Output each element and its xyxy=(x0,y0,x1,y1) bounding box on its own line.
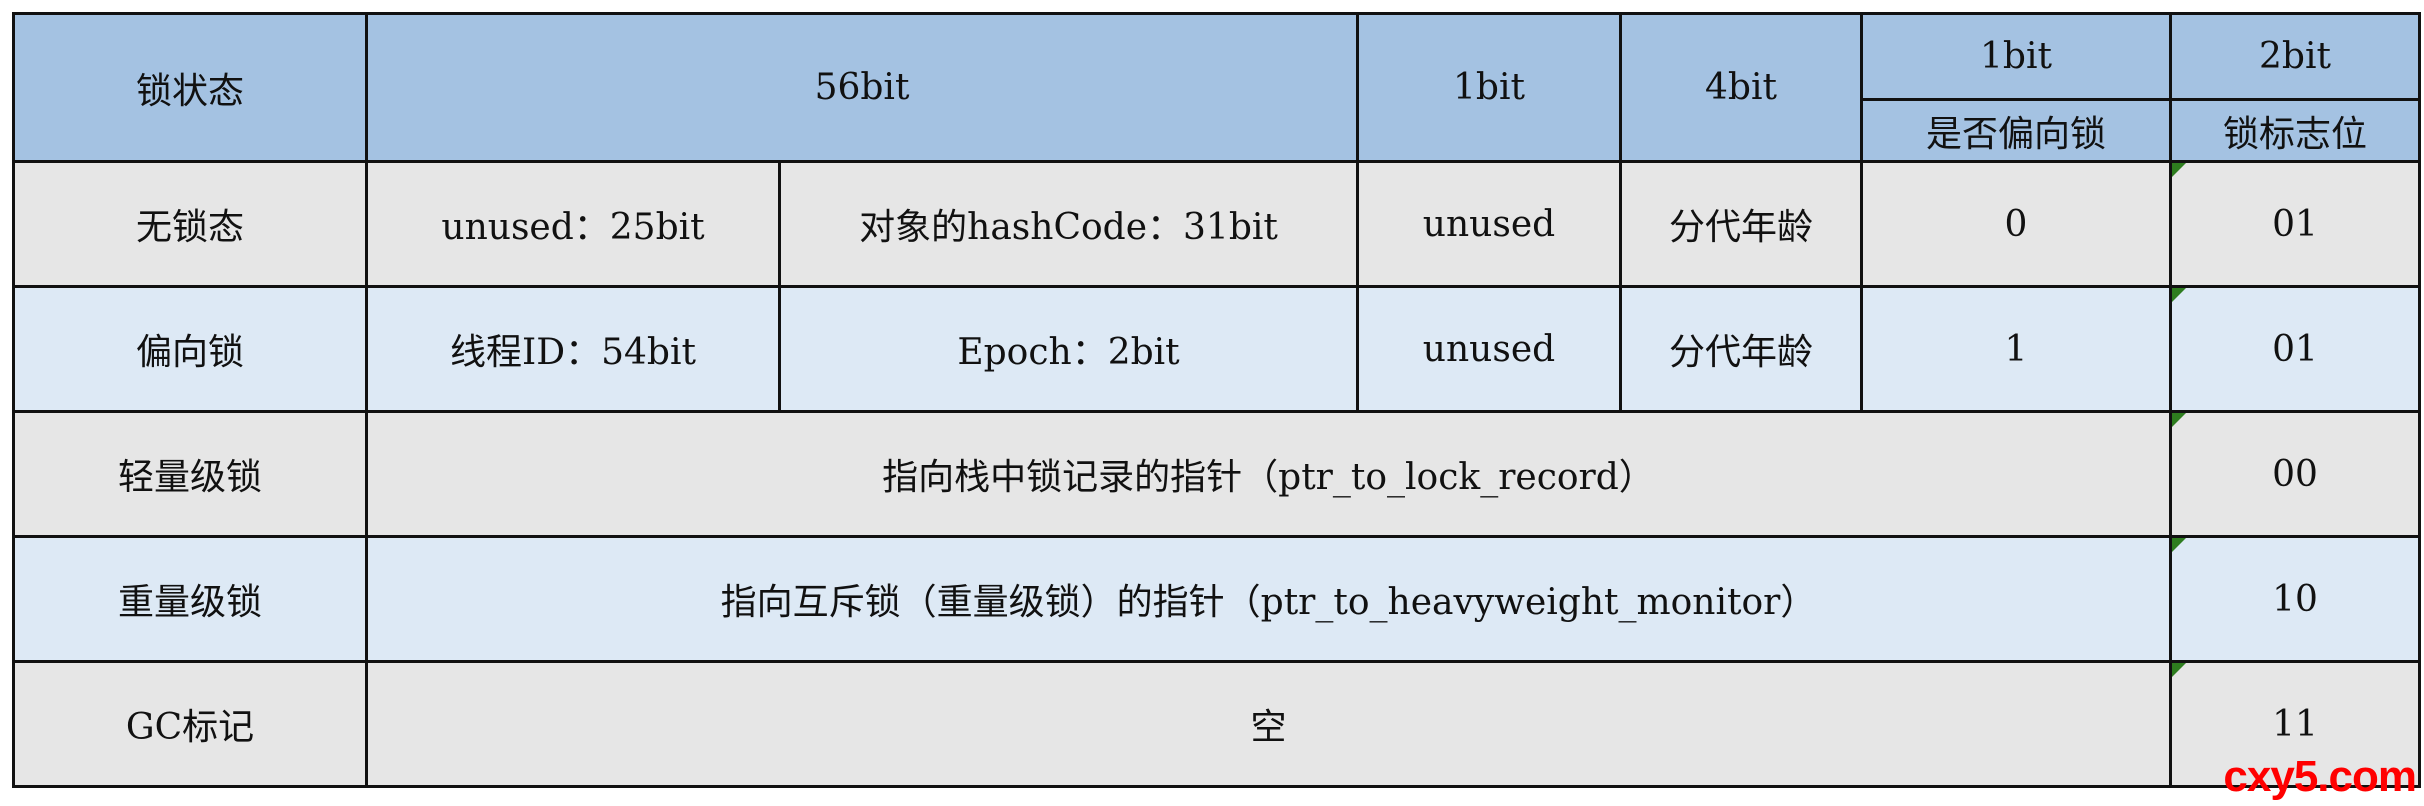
flag-value: 11 xyxy=(2272,703,2318,745)
table-row-lightweight: 轻量级锁 指向栈中锁记录的指针（ptr_to_lock_record） 00 xyxy=(12,410,2421,538)
unused-cell: unused xyxy=(1356,285,1622,413)
header-subrow: 是否偏向锁 锁标志位 xyxy=(14,98,2421,163)
state-cell: 轻量级锁 xyxy=(12,410,368,538)
table-row-unlocked: 无锁态 unused：25bit 对象的hashCode：31bit unuse… xyxy=(12,160,2421,288)
header-56bit: 56bit xyxy=(365,12,1359,163)
header-biased-flag: 是否偏向锁 xyxy=(1860,98,2172,163)
flag-cell: 00 xyxy=(2169,410,2421,538)
empty-cell: 空 xyxy=(365,660,2172,788)
flag-value: 00 xyxy=(2272,453,2318,495)
mark-word-table: 锁状态 56bit 1bit 4bit 1bit 2bit 是否偏向锁 锁标志位… xyxy=(12,12,2421,788)
header-lock-state: 锁状态 xyxy=(12,12,368,163)
watermark: cxy5.com xyxy=(2223,752,2417,801)
header-row: 锁状态 56bit 1bit 4bit 1bit 2bit xyxy=(12,12,2421,163)
age-cell: 分代年龄 xyxy=(1619,285,1863,413)
unused-cell: unused xyxy=(1356,160,1622,288)
flag-value: 10 xyxy=(2272,578,2318,620)
unused-bits-cell: unused：25bit xyxy=(365,160,781,288)
biased-cell: 1 xyxy=(1860,285,2172,413)
table-row-biased: 偏向锁 线程ID：54bit Epoch：2bit unused 分代年龄 1 … xyxy=(12,285,2421,413)
biased-cell: 0 xyxy=(1860,160,2172,288)
cell-marker-icon xyxy=(2172,163,2186,177)
table-row-heavyweight: 重量级锁 指向互斥锁（重量级锁）的指针（ptr_to_heavyweight_m… xyxy=(12,535,2421,663)
cell-marker-icon xyxy=(2172,413,2186,427)
state-cell: GC标记 xyxy=(12,660,368,788)
cell-marker-icon xyxy=(2172,663,2186,677)
cell-marker-icon xyxy=(2172,288,2186,302)
flag-cell: 01 xyxy=(2169,285,2421,413)
flag-cell: 01 xyxy=(2169,160,2421,288)
state-cell: 重量级锁 xyxy=(12,535,368,663)
pointer-cell: 指向栈中锁记录的指针（ptr_to_lock_record） xyxy=(365,410,2172,538)
age-cell: 分代年龄 xyxy=(1619,160,1863,288)
state-cell: 无锁态 xyxy=(12,160,368,288)
flag-cell: 10 xyxy=(2169,535,2421,663)
hashcode-cell: 对象的hashCode：31bit xyxy=(778,160,1359,288)
header-2bit: 2bit xyxy=(2169,12,2421,101)
header-1bit-unused: 1bit xyxy=(1356,12,1622,163)
header-lock-flag: 锁标志位 xyxy=(2169,98,2421,163)
flag-value: 01 xyxy=(2272,328,2318,370)
cell-marker-icon xyxy=(2172,538,2186,552)
flag-value: 01 xyxy=(2272,203,2318,245)
flag-cell: 11 xyxy=(2169,660,2421,788)
table-row-gc: GC标记 空 11 xyxy=(12,660,2421,788)
epoch-cell: Epoch：2bit xyxy=(778,285,1359,413)
thread-id-cell: 线程ID：54bit xyxy=(365,285,781,413)
state-cell: 偏向锁 xyxy=(12,285,368,413)
header-1bit-biased: 1bit xyxy=(1860,12,2172,101)
pointer-cell: 指向互斥锁（重量级锁）的指针（ptr_to_heavyweight_monito… xyxy=(365,535,2172,663)
header-4bit: 4bit xyxy=(1619,12,1863,163)
